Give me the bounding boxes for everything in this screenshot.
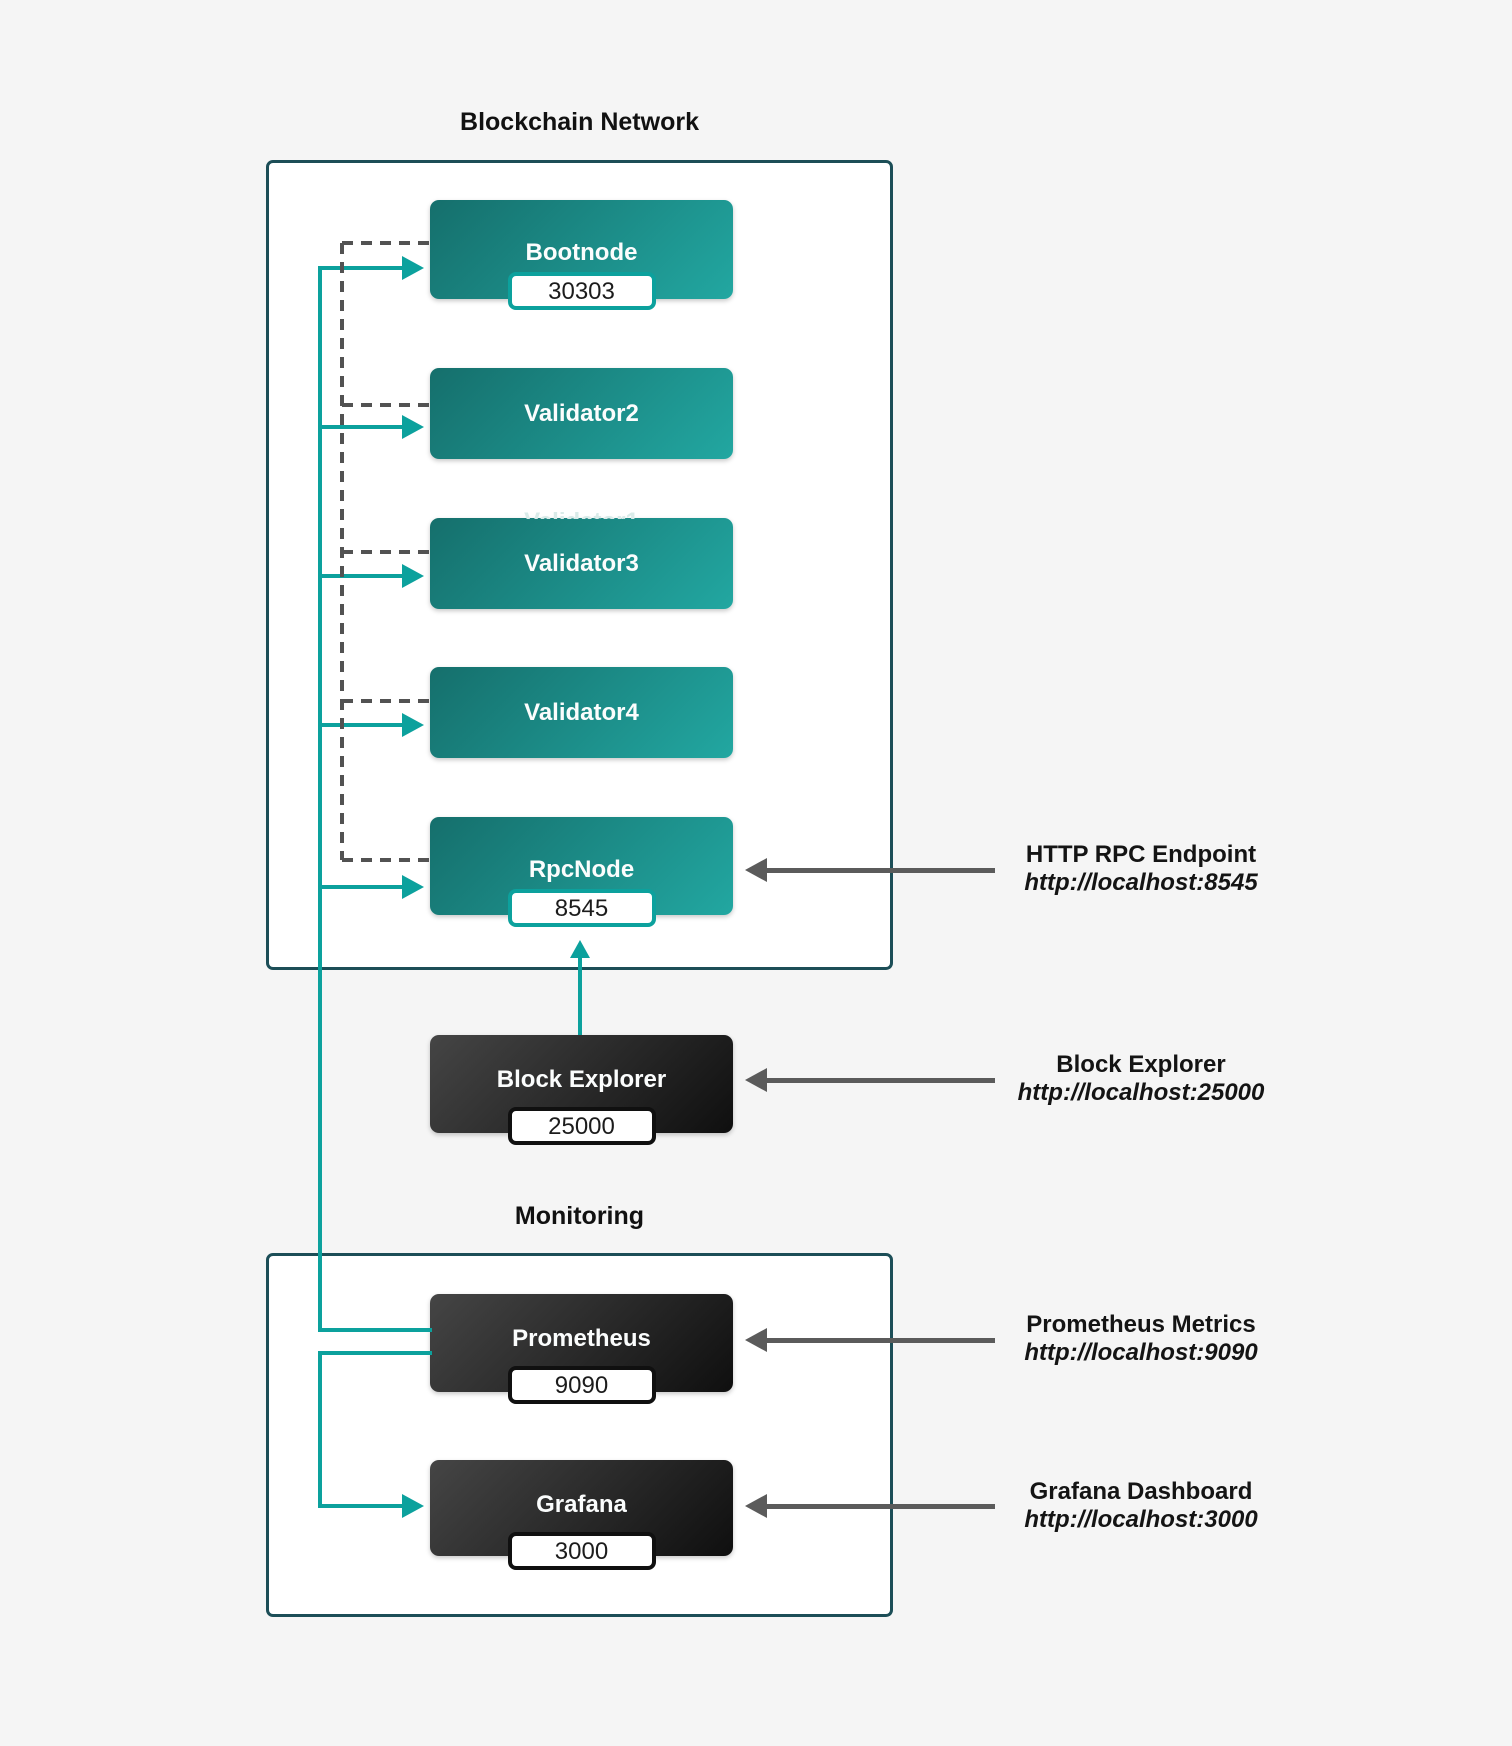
prometheus-annotation: Prometheus Metrics http://localhost:9090 xyxy=(991,1311,1291,1367)
arrow-to-validator3-line xyxy=(318,574,402,578)
block-explorer-annotation: Block Explorer http://localhost:25000 xyxy=(991,1051,1291,1107)
arrow-to-rpcnode-head-icon xyxy=(402,875,424,899)
grafana-label: Grafana xyxy=(536,1491,627,1518)
validator4-node: Validator4 xyxy=(430,667,733,758)
dashed-to-validator4-line xyxy=(342,699,430,703)
block-explorer-port-badge: 25000 xyxy=(507,1107,656,1145)
arrow-to-bootnode-line xyxy=(318,266,402,270)
bootnode-port-badge: 30303 xyxy=(507,272,656,310)
grafana-annotation-title: Grafana Dashboard xyxy=(1029,1478,1253,1505)
explorer-to-rpcnode-line xyxy=(578,956,582,1035)
arrow-to-validator3-head-icon xyxy=(402,564,424,588)
prometheus-annotation-url: http://localhost:9090 xyxy=(1024,1339,1258,1366)
dashed-to-validator2-line xyxy=(342,403,430,407)
prometheus-annotation-arrow-line xyxy=(767,1338,995,1343)
arrow-to-rpcnode-line xyxy=(318,885,402,889)
explorer-annotation-arrow-head-icon xyxy=(745,1068,767,1092)
rpcnode-label: RpcNode xyxy=(528,856,635,883)
ghost-validator1-node: Validator1 xyxy=(430,512,733,519)
dashed-to-bootnode-line xyxy=(342,241,430,245)
grafana-annotation-arrow-line xyxy=(767,1504,995,1509)
arrow-to-validator4-line xyxy=(318,723,402,727)
rpc-endpoint-annotation-title: HTTP RPC Endpoint xyxy=(1025,841,1257,868)
arrow-to-validator2-line xyxy=(318,425,402,429)
validator4-label: Validator4 xyxy=(524,698,639,726)
prometheus-node: Prometheus 9090 xyxy=(430,1294,733,1404)
monitoring-title: Monitoring xyxy=(514,1202,645,1230)
grafana-annotation-url: http://localhost:3000 xyxy=(1024,1506,1258,1533)
teal-trunk-line xyxy=(318,266,322,1332)
validator2-node: Validator2 xyxy=(430,368,733,459)
dashed-to-validator3-line xyxy=(342,550,430,554)
rpc-annotation-arrow-line xyxy=(767,868,995,873)
validator3-node: Validator3 xyxy=(430,518,733,609)
arrow-to-validator2-head-icon xyxy=(402,415,424,439)
block-explorer-annotation-url: http://localhost:25000 xyxy=(1017,1079,1265,1106)
explorer-to-rpcnode-head-icon xyxy=(570,940,590,958)
validator3-label: Validator3 xyxy=(524,549,639,577)
line-into-prometheus xyxy=(318,1328,432,1332)
grafana-port-badge: 3000 xyxy=(507,1532,656,1570)
grafana-annotation-arrow-head-icon xyxy=(745,1494,767,1518)
grafana-node: Grafana 3000 xyxy=(430,1460,733,1570)
block-explorer-annotation-title: Block Explorer xyxy=(1056,1051,1226,1078)
arrow-to-bootnode-head-icon xyxy=(402,256,424,280)
prometheus-annotation-arrow-head-icon xyxy=(745,1328,767,1352)
explorer-annotation-arrow-line xyxy=(767,1078,995,1083)
rpcnode-port-badge: 8545 xyxy=(507,889,656,927)
block-explorer-node: Block Explorer 25000 xyxy=(430,1035,733,1145)
blockchain-network-title: Blockchain Network xyxy=(460,108,699,136)
validator2-label: Validator2 xyxy=(524,399,639,427)
block-explorer-label: Block Explorer xyxy=(496,1066,667,1093)
bootnode-node: Bootnode 30303 xyxy=(430,200,733,310)
prometheus-port-badge: 9090 xyxy=(507,1366,656,1404)
arrow-to-grafana-head-icon xyxy=(402,1494,424,1518)
bootnode-label: Bootnode xyxy=(525,239,638,266)
rpcnode-node: RpcNode 8545 xyxy=(430,817,733,927)
grafana-annotation: Grafana Dashboard http://localhost:3000 xyxy=(991,1478,1291,1534)
dashed-to-rpcnode-line xyxy=(342,858,430,862)
prometheus-label: Prometheus xyxy=(512,1325,651,1352)
rpc-annotation-arrow-head-icon xyxy=(745,858,767,882)
rpc-endpoint-annotation-url: http://localhost:8545 xyxy=(1024,869,1258,896)
prometheus-out-line xyxy=(318,1351,432,1355)
arrow-to-grafana-line xyxy=(318,1504,402,1508)
rpc-endpoint-annotation: HTTP RPC Endpoint http://localhost:8545 xyxy=(991,841,1291,897)
arrow-to-validator4-head-icon xyxy=(402,713,424,737)
prometheus-grafana-vertical-line xyxy=(318,1351,322,1508)
prometheus-annotation-title: Prometheus Metrics xyxy=(1026,1311,1256,1338)
